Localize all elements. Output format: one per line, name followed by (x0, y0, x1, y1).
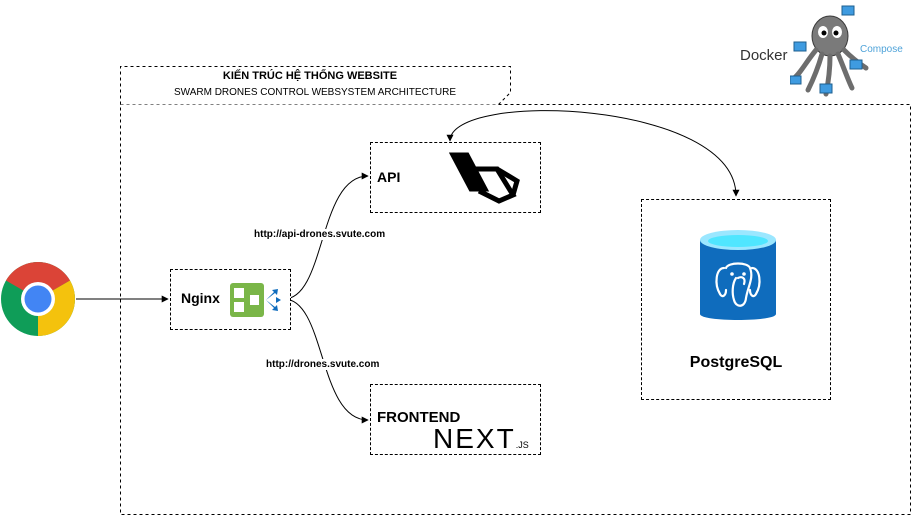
api-node[interactable]: API (370, 142, 541, 213)
postgresql-label: PostgreSQL (689, 354, 783, 371)
postgresql-node[interactable]: PostgreSQL (641, 199, 831, 400)
diagram-title: KIẾN TRÚC HỆ THỐNG WEBSITE (222, 70, 398, 82)
chrome-icon[interactable] (0, 261, 76, 337)
frontend-node[interactable]: FRONTEND NEXT.JS (370, 384, 541, 455)
postgresql-database-icon (700, 230, 776, 320)
title-tab (120, 66, 511, 105)
nginx-label: Nginx (181, 290, 220, 306)
api-to-db-edge (446, 110, 740, 197)
nextjs-logo-main: NEXT (433, 423, 516, 454)
nextjs-logo-suffix: .JS (515, 440, 529, 450)
diagram-subtitle: SWARM DRONES CONTROL WEBSYSTEM ARCHITECT… (173, 87, 457, 98)
laravel-icon (449, 152, 520, 204)
api-label: API (377, 169, 401, 185)
frontend-label: FRONTEND (377, 409, 461, 426)
compose-label: Compose (860, 44, 903, 55)
nextjs-logo: NEXT.JS (433, 425, 529, 459)
api-url-label: http://api-drones.svute.com (254, 229, 386, 240)
nginx-node[interactable]: Nginx (170, 269, 291, 330)
nginx-load-balancer-icon (230, 283, 281, 317)
frontend-url-label: http://drones.svute.com (266, 359, 380, 370)
docker-label: Docker (740, 47, 788, 64)
docker-compose-octopus-icon (790, 5, 869, 97)
